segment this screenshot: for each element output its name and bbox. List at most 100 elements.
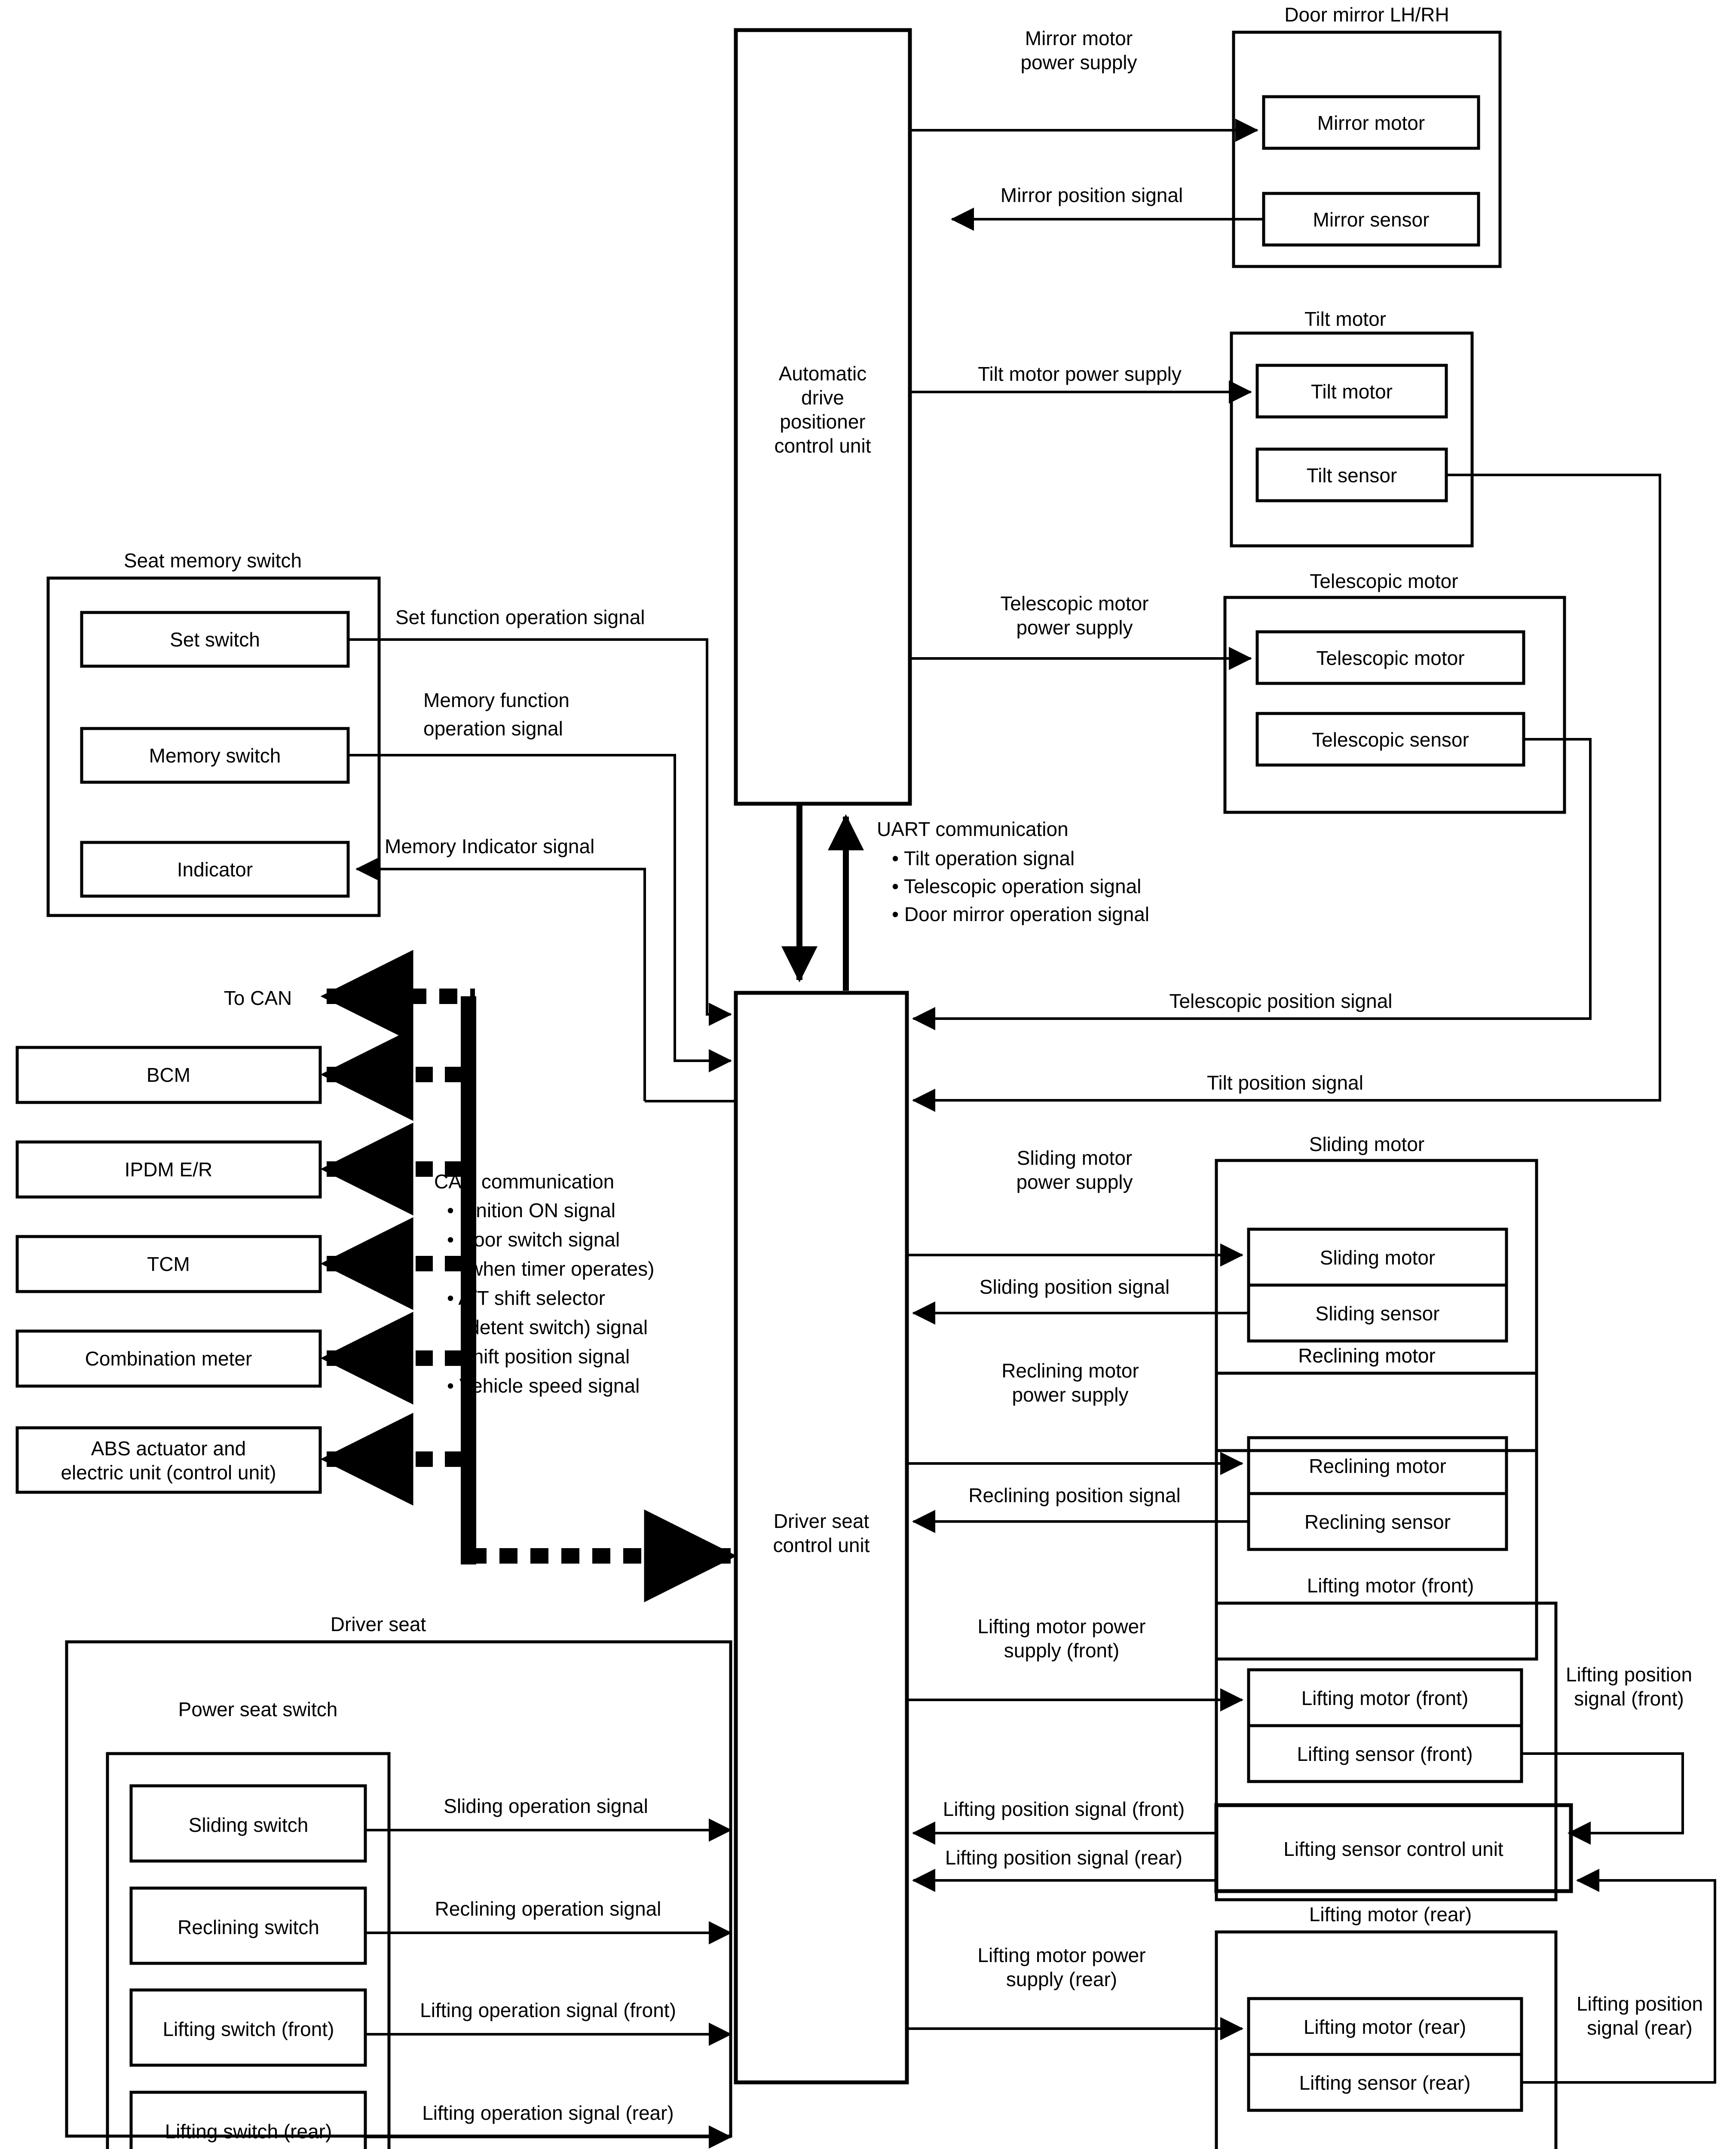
line-memory-function-operation	[348, 754, 732, 1072]
reclining-switch-label: Reclining switch	[178, 1916, 319, 1938]
lifting-sensor-control-unit-label: Lifting sensor control unit	[1283, 1838, 1503, 1860]
telescopic-motor-label: Telescopic motor	[1316, 647, 1464, 669]
adp-label-line3: positioner	[780, 410, 865, 433]
ipdm-label: IPDM E/R	[125, 1158, 212, 1181]
tilt-motor-group-label: Tilt motor	[1304, 308, 1386, 330]
label-lifting-motor-power-rear-2: supply (rear)	[1006, 1968, 1117, 1990]
can-bus	[320, 950, 476, 1564]
driver-seat-group-label: Driver seat	[331, 1613, 426, 1635]
abs-actuator-box	[15, 1426, 322, 1494]
tilt-motor-box	[1255, 364, 1448, 419]
sliding-switch-label: Sliding switch	[189, 1814, 309, 1836]
label-memory-function-operation-1: Memory function	[423, 689, 569, 711]
mirror-motor-label: Mirror motor	[1317, 112, 1425, 134]
label-mirror-motor-power-2: power supply	[1020, 51, 1137, 73]
dscu-label-line1: Driver seat	[774, 1510, 870, 1532]
label-lifting-position-front-right-2: signal (front)	[1574, 1687, 1684, 1710]
reclining-sensor-label: Reclining sensor	[1304, 1511, 1451, 1533]
tilt-motor-label: Tilt motor	[1311, 380, 1393, 403]
label-telescopic-position: Telescopic position signal	[1169, 990, 1392, 1012]
combination-meter-label: Combination meter	[85, 1347, 252, 1370]
reclining-switch-box[interactable]	[129, 1886, 367, 1965]
seat-memory-switch-group-label: Seat memory switch	[124, 549, 302, 572]
label-tilt-position: Tilt position signal	[1207, 1071, 1363, 1094]
label-lifting-position-rear-right-2: signal (rear)	[1587, 2017, 1692, 2039]
memory-switch-label: Memory switch	[149, 744, 281, 767]
reclining-motor-group	[1215, 1371, 1538, 1661]
uart-item-0: • Tilt operation signal	[892, 847, 1075, 869]
reclining-motor-group-label-t: Reclining motor	[1298, 1344, 1436, 1367]
can-item-3: • A/T shift selector	[447, 1287, 605, 1309]
adp-label-line1: Automatic	[779, 362, 867, 385]
lifting-sensor-front-label: Lifting sensor (front)	[1297, 1743, 1473, 1765]
lifting-switch-rear-box[interactable]	[129, 2091, 367, 2149]
label-lifting-position-front-right-1: Lifting position	[1566, 1663, 1692, 1686]
telescopic-motor-group-label: Telescopic motor	[1310, 570, 1458, 592]
label-sliding-motor-power-1: Sliding motor	[1017, 1147, 1132, 1169]
label-reclining-position: Reclining position signal	[968, 1484, 1181, 1506]
sliding-sensor-label: Sliding sensor	[1316, 1302, 1440, 1325]
label-memory-function-operation-2: operation signal	[423, 717, 563, 740]
can-stubs	[320, 1028, 737, 1602]
abs-label-line2: electric unit (control unit)	[61, 1461, 276, 1484]
sliding-motor-group	[1215, 1159, 1538, 1452]
dscu-label-line2: control unit	[773, 1534, 870, 1556]
line-set-function-operation	[348, 638, 732, 1026]
label-lifting-position-front: Lifting position signal (front)	[943, 1798, 1185, 1820]
line-lifting-position-front-right	[1522, 1752, 1684, 1845]
door-mirror-group-label: Door mirror LH/RH	[1284, 3, 1449, 26]
adp-label-line2: drive	[801, 386, 844, 409]
tilt-sensor-label: Tilt sensor	[1307, 464, 1397, 487]
ipdm-box	[15, 1140, 322, 1199]
sliding-switch-box[interactable]	[129, 1784, 367, 1863]
lifting-sensor-rear-label: Lifting sensor (rear)	[1299, 2072, 1471, 2094]
label-telescopic-motor-power-1: Telescopic motor	[1000, 592, 1148, 615]
can-item-6: • Vehicle speed signal	[447, 1375, 640, 1397]
reclining-motor-group-label: Reclining motor	[1298, 1344, 1436, 1367]
line-memory-indicator	[355, 857, 646, 1101]
sliding-motor-group-label: Sliding motor	[1309, 1133, 1424, 1155]
label-mirror-motor-power-1: Mirror motor	[1025, 27, 1133, 49]
power-seat-switch-group-label: Power seat switch	[178, 1698, 338, 1720]
indicator-box	[80, 841, 350, 898]
lifting-motor-rear-group-label: Lifting motor (rear)	[1309, 1903, 1472, 1926]
telescopic-motor-box	[1255, 630, 1525, 685]
to-can-label: To CAN	[224, 987, 292, 1009]
door-mirror-group	[1232, 31, 1502, 268]
uart-item-2: • Door mirror operation signal	[892, 903, 1149, 925]
adp-label-line4: control unit	[774, 435, 871, 457]
label-sliding-motor-power-2: power supply	[1016, 1171, 1133, 1193]
mirror-motor-box	[1262, 95, 1480, 150]
abs-label-line1: ABS actuator and	[91, 1437, 246, 1460]
label-lifting-operation-front: Lifting operation signal (front)	[420, 1999, 676, 2021]
telescopic-sensor-label: Telescopic sensor	[1312, 729, 1469, 751]
adp-control-unit	[734, 28, 912, 806]
tcm-label: TCM	[147, 1253, 190, 1275]
label-sliding-operation: Sliding operation signal	[444, 1795, 648, 1817]
seat-memory-switch-group	[46, 576, 381, 917]
tcm-box	[15, 1235, 322, 1293]
label-tilt-motor-power: Tilt motor power supply	[978, 363, 1182, 385]
lifting-switch-front-box[interactable]	[129, 1988, 367, 2067]
label-reclining-operation: Reclining operation signal	[435, 1898, 661, 1920]
sliding-motor-label: Sliding motor	[1320, 1246, 1435, 1269]
label-mirror-position: Mirror position signal	[1001, 184, 1183, 206]
combination-meter-box	[15, 1329, 322, 1388]
label-reclining-motor-power-2: power supply	[1012, 1384, 1128, 1406]
can-item-4: (detent switch) signal	[462, 1316, 648, 1338]
label-lifting-position-rear: Lifting position signal (rear)	[945, 1846, 1182, 1869]
mirror-sensor-label: Mirror sensor	[1313, 208, 1430, 231]
indicator-label: Indicator	[177, 858, 253, 881]
lifting-motor-front-group-label: Lifting motor (front)	[1307, 1574, 1474, 1597]
uart-title: UART communication	[877, 818, 1069, 840]
uart-item-1: • Telescopic operation signal	[892, 875, 1141, 897]
can-item-2: (when timer operates)	[462, 1258, 654, 1280]
label-set-function-operation: Set function operation signal	[395, 606, 645, 628]
lifting-sensor-control-unit	[1214, 1803, 1573, 1893]
set-switch-label: Set switch	[170, 628, 260, 651]
line-telescopic-position	[912, 738, 1592, 1030]
line-tilt-position	[912, 474, 1661, 1112]
lifting-motor-rear-group	[1215, 1930, 1558, 2149]
label-lifting-motor-power-rear-1: Lifting motor power	[977, 1944, 1145, 1966]
